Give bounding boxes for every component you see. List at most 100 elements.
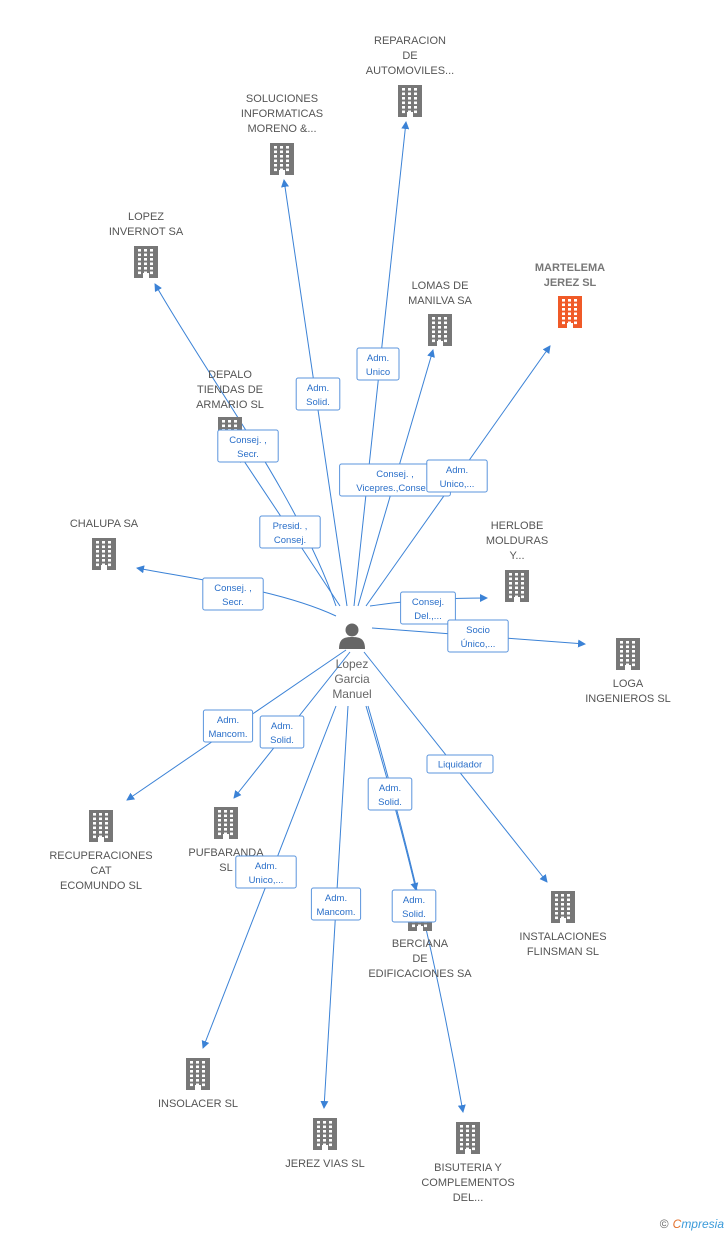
role-text-instalaciones-line: Liquidador	[438, 760, 482, 771]
role-text-soluciones: Adm.Solid.	[306, 383, 330, 408]
role-text-loga-line: Socio	[466, 625, 490, 636]
role-text-berciana-line: Solid.	[378, 797, 402, 808]
role-badge-recuperaciones[interactable]: Adm.Mancom.	[202, 709, 254, 743]
company-label-pufbaranda-line: SL	[219, 862, 232, 874]
company-label-soluciones-line: INFORMATICAS	[241, 108, 323, 120]
company-label-berciana-line: DE	[412, 953, 427, 965]
company-label-soluciones-line: SOLUCIONES	[246, 93, 318, 105]
role-text-bisuteria-line: Solid.	[402, 909, 426, 920]
company-label-herlobe-line: Y...	[509, 550, 524, 562]
role-text-depalo-line: Presid. ,	[273, 521, 308, 532]
role-badge-insolacer[interactable]: Adm. Unico,...	[235, 855, 297, 889]
role-text-berciana-line: Adm.	[379, 783, 401, 794]
role-text-pufbaranda-line: Solid.	[270, 735, 294, 746]
role-text-pufbaranda: Adm. Solid.	[270, 721, 294, 746]
role-badge-herlobe[interactable]: Consej.Del.,...	[400, 591, 456, 625]
brand-initial: C	[672, 1217, 682, 1231]
company-label-loga-line: INGENIEROS SL	[585, 693, 671, 705]
role-badge-jerez_vias[interactable]: Adm.Mancom.	[310, 887, 362, 921]
copyright-symbol: ©	[659, 1217, 669, 1231]
company-pufbaranda-icon[interactable]	[214, 807, 238, 839]
role-text-jerez_vias: Adm.Mancom.	[316, 893, 355, 918]
role-badge-soluciones[interactable]: Adm.Solid.	[295, 377, 341, 411]
company-label-soluciones: SOLUCIONES INFORMATICAS MORENO &...	[241, 93, 323, 135]
company-insolacer-icon[interactable]	[186, 1058, 210, 1090]
company-label-reparacion-line: AUTOMOVILES...	[366, 65, 454, 77]
company-label-instalaciones-line: FLINSMAN SL	[527, 946, 599, 958]
role-text-jerez_vias-line: Adm.	[325, 893, 347, 904]
company-label-bisuteria-line: DEL...	[453, 1192, 484, 1204]
company-label-recuperaciones-line: CAT	[90, 865, 111, 877]
role-text-insolacer-line: Unico,...	[249, 875, 284, 886]
role-badge-reparacion[interactable]: Adm.Unico	[356, 347, 400, 381]
company-label-martelema-line: MARTELEMA	[535, 262, 605, 274]
company-instalaciones-icon[interactable]	[551, 891, 575, 923]
role-text-insolacer: Adm. Unico,...	[249, 861, 284, 886]
role-text-herlobe-line: Consej.	[412, 597, 444, 608]
person-icon[interactable]	[339, 623, 365, 650]
company-lomas-icon[interactable]	[428, 314, 452, 346]
role-text-recuperaciones-line: Adm.	[217, 715, 239, 726]
role-text-lomas-line: Consej. ,	[376, 469, 414, 480]
company-label-reparacion-line: DE	[402, 50, 417, 62]
company-martelema-icon[interactable]	[558, 296, 582, 328]
company-bisuteria-icon[interactable]	[456, 1122, 480, 1154]
company-recuperaciones-icon[interactable]	[89, 810, 113, 842]
company-label-depalo-line: DEPALO	[208, 369, 252, 381]
role-text-soluciones-line: Adm.	[307, 383, 329, 394]
role-text-lomas-line: Vicepres.,Conse...	[356, 483, 433, 494]
role-text-lopez_invernot-line: Consej. ,	[229, 435, 267, 446]
role-text-reparacion-line: Unico	[366, 367, 390, 378]
company-label-chalupa: CHALUPA SA	[70, 518, 139, 530]
company-label-chalupa-line: CHALUPA SA	[70, 518, 139, 530]
role-text-berciana: Adm. Solid.	[378, 783, 402, 808]
company-jerez_vias-icon[interactable]	[313, 1118, 337, 1150]
role-text-depalo-line: Consej.	[274, 535, 306, 546]
person-label-line: Lopez	[336, 657, 369, 671]
company-label-bisuteria: BISUTERIA Y COMPLEMENTOS DEL...	[421, 1162, 514, 1204]
role-badge-bisuteria[interactable]: Adm. Solid.	[391, 889, 437, 923]
role-badge-chalupa[interactable]: Consej. ,Secr.	[202, 577, 264, 611]
role-text-bisuteria-line: Adm.	[403, 895, 425, 906]
role-text-recuperaciones: Adm.Mancom.	[208, 715, 247, 740]
company-soluciones-icon[interactable]	[270, 143, 294, 175]
role-text-lopez_invernot: Consej. ,Secr.	[229, 435, 267, 460]
role-badge-martelema[interactable]: Adm.Unico,...	[426, 459, 488, 493]
role-badge-depalo[interactable]: Presid. , Consej.	[259, 515, 321, 549]
company-label-jerez_vias: JEREZ VIAS SL	[285, 1158, 364, 1170]
company-label-herlobe-line: HERLOBE	[491, 520, 544, 532]
company-label-jerez_vias-line: JEREZ VIAS SL	[285, 1158, 364, 1170]
company-label-bisuteria-line: COMPLEMENTOS	[421, 1177, 514, 1189]
brand-footer: ©Cmpresia	[660, 1217, 724, 1231]
company-label-recuperaciones-line: RECUPERACIONES	[49, 850, 152, 862]
company-chalupa-icon[interactable]	[92, 538, 116, 570]
role-text-pufbaranda-line: Adm.	[271, 721, 293, 732]
company-herlobe-icon[interactable]	[505, 570, 529, 602]
role-text-insolacer-line: Adm.	[255, 861, 277, 872]
company-label-soluciones-line: MORENO &...	[247, 123, 316, 135]
role-badge-lopez_invernot[interactable]: Consej. ,Secr.	[217, 429, 279, 463]
role-badge-instalaciones[interactable]: Liquidador	[426, 754, 494, 774]
role-badge-berciana[interactable]: Adm. Solid.	[367, 777, 413, 811]
company-label-bisuteria-line: BISUTERIA Y	[434, 1162, 502, 1174]
role-badge-pufbaranda[interactable]: Adm. Solid.	[259, 715, 305, 749]
role-text-reparacion: Adm.Unico	[366, 353, 390, 378]
company-label-lomas-line: LOMAS DE	[412, 280, 469, 292]
role-text-martelema-line: Unico,...	[440, 479, 475, 490]
company-reparacion-icon[interactable]	[398, 85, 422, 117]
company-loga-icon[interactable]	[616, 638, 640, 670]
company-lopez_invernot-icon[interactable]	[134, 246, 158, 278]
role-text-herlobe: Consej.Del.,...	[412, 597, 444, 622]
person-label-line: Manuel	[332, 687, 371, 701]
